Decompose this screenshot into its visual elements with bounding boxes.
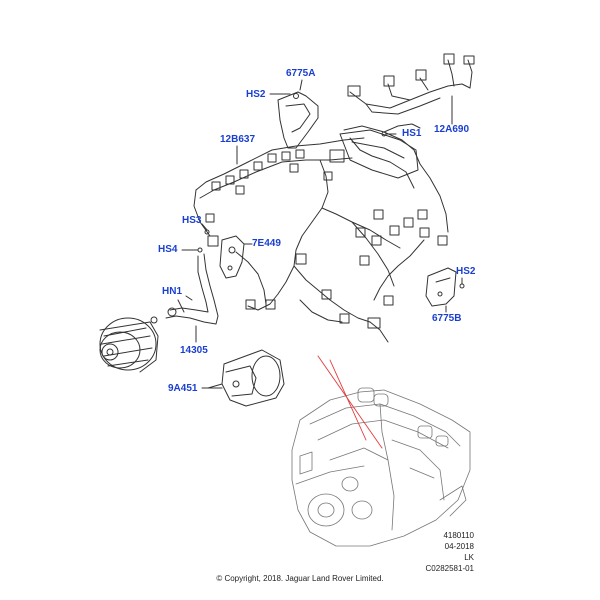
- battery-cable-14305: [150, 253, 219, 325]
- copyright-notice: © Copyright, 2018. Jaguar Land Rover Lim…: [216, 574, 384, 583]
- bracket-6775a: [277, 91, 319, 149]
- leader-hn1: [177, 299, 185, 313]
- harness-12a690: [347, 53, 475, 115]
- callout-6775b: 6775B: [432, 313, 462, 324]
- reference-block: 4180110 04-2018 LK C0282581-01: [400, 530, 474, 574]
- callout-12a690: 12A690: [434, 124, 470, 135]
- callout-hn1: HN1: [162, 286, 183, 297]
- leader-6775a: [299, 79, 303, 91]
- callout-12b637: 12B637: [220, 134, 256, 145]
- leader-hs3: [201, 223, 208, 231]
- reference-region: LK: [464, 553, 474, 562]
- bolt-hs4: [197, 247, 203, 253]
- sensor-7e449: [219, 235, 245, 279]
- callout-7e449: 7E449: [252, 238, 281, 249]
- bolt-hs2-right: [459, 283, 465, 289]
- red-leader-lines: [317, 355, 383, 449]
- callout-hs4: HS4: [158, 244, 178, 255]
- callout-9a451: 9A451: [168, 383, 198, 394]
- bolt-hs1: [381, 131, 387, 137]
- harness-12b637: [193, 123, 449, 343]
- starter-motor-9a451: [207, 349, 285, 407]
- illustration-id: C0282581-01: [425, 564, 474, 573]
- callout-hs3: HS3: [182, 215, 202, 226]
- callout-hs2-right: HS2: [456, 266, 476, 277]
- callout-hs1: HS1: [402, 128, 422, 139]
- callout-6775a: 6775A: [286, 68, 316, 79]
- callout-14305: 14305: [180, 345, 208, 356]
- engine-block: [291, 387, 471, 547]
- reference-date: 04-2018: [444, 542, 474, 551]
- part-number: 4180110: [443, 531, 474, 540]
- callout-hs2-top: HS2: [246, 89, 266, 100]
- alternator: [99, 317, 159, 373]
- bracket-6775b: [425, 267, 457, 307]
